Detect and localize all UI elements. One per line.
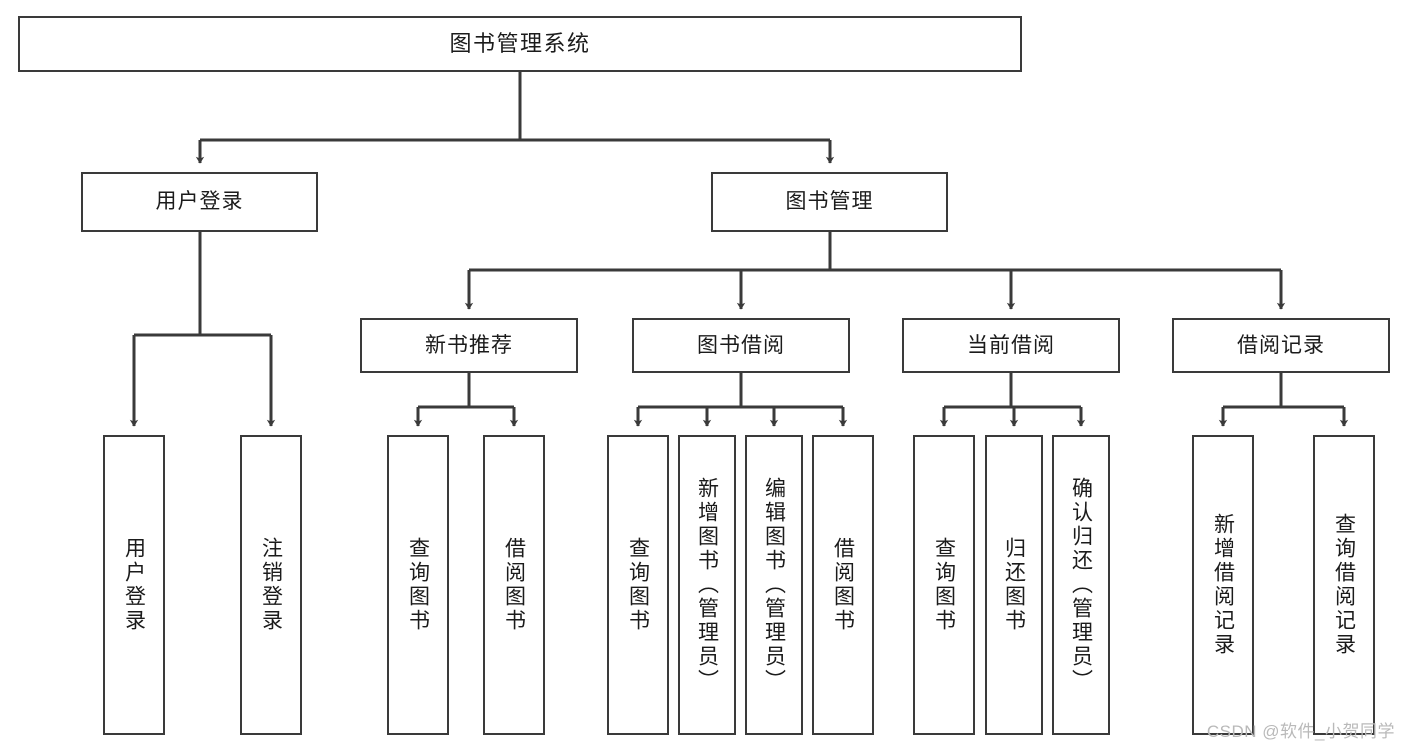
node-leaf-query-book-2[interactable]: 查询图书 [607,435,669,735]
node-current-borrow-label: 当前借阅 [967,333,1055,357]
node-leaf-add-book-label: 新增图书（管理员） [695,477,719,693]
node-leaf-return-book[interactable]: 归还图书 [985,435,1043,735]
node-leaf-query-book-1-label: 查询图书 [406,537,430,633]
node-leaf-query-book-3[interactable]: 查询图书 [913,435,975,735]
node-leaf-query-book-2-label: 查询图书 [626,537,650,633]
node-book-manage[interactable]: 图书管理 [711,172,948,232]
node-leaf-borrow-book-1[interactable]: 借阅图书 [483,435,545,735]
node-leaf-return-book-label: 归还图书 [1002,537,1026,633]
node-leaf-logout-login-label: 注销登录 [259,537,283,633]
node-leaf-edit-book[interactable]: 编辑图书（管理员） [745,435,803,735]
node-leaf-user-login-label: 用户登录 [122,537,146,633]
node-leaf-borrow-book-2-label: 借阅图书 [831,537,855,633]
node-leaf-add-book[interactable]: 新增图书（管理员） [678,435,736,735]
node-new-book-recommend-label: 新书推荐 [425,333,513,357]
node-user-login[interactable]: 用户登录 [81,172,318,232]
node-user-login-label: 用户登录 [155,190,244,214]
node-leaf-confirm-return[interactable]: 确认归还（管理员） [1052,435,1110,735]
node-book-manage-label: 图书管理 [785,190,874,214]
node-leaf-confirm-return-label: 确认归还（管理员） [1069,477,1093,693]
node-root-label: 图书管理系统 [449,30,591,56]
node-root[interactable]: 图书管理系统 [18,16,1022,72]
node-leaf-query-record[interactable]: 查询借阅记录 [1313,435,1375,735]
node-leaf-query-book-1[interactable]: 查询图书 [387,435,449,735]
node-leaf-borrow-book-1-label: 借阅图书 [502,537,526,633]
watermark: CSDN @软件_小贺同学 [1206,722,1395,741]
node-leaf-edit-book-label: 编辑图书（管理员） [762,477,786,693]
node-current-borrow[interactable]: 当前借阅 [902,318,1120,373]
node-leaf-add-record-label: 新增借阅记录 [1211,513,1235,657]
node-leaf-borrow-book-2[interactable]: 借阅图书 [812,435,874,735]
node-new-book-recommend[interactable]: 新书推荐 [360,318,578,373]
node-borrow-record[interactable]: 借阅记录 [1172,318,1390,373]
node-leaf-add-record[interactable]: 新增借阅记录 [1192,435,1254,735]
node-leaf-logout-login[interactable]: 注销登录 [240,435,302,735]
node-book-borrow-label: 图书借阅 [697,333,785,357]
node-leaf-query-book-3-label: 查询图书 [932,537,956,633]
node-leaf-query-record-label: 查询借阅记录 [1332,513,1356,657]
node-book-borrow[interactable]: 图书借阅 [632,318,850,373]
node-leaf-user-login[interactable]: 用户登录 [103,435,165,735]
node-borrow-record-label: 借阅记录 [1237,333,1325,357]
